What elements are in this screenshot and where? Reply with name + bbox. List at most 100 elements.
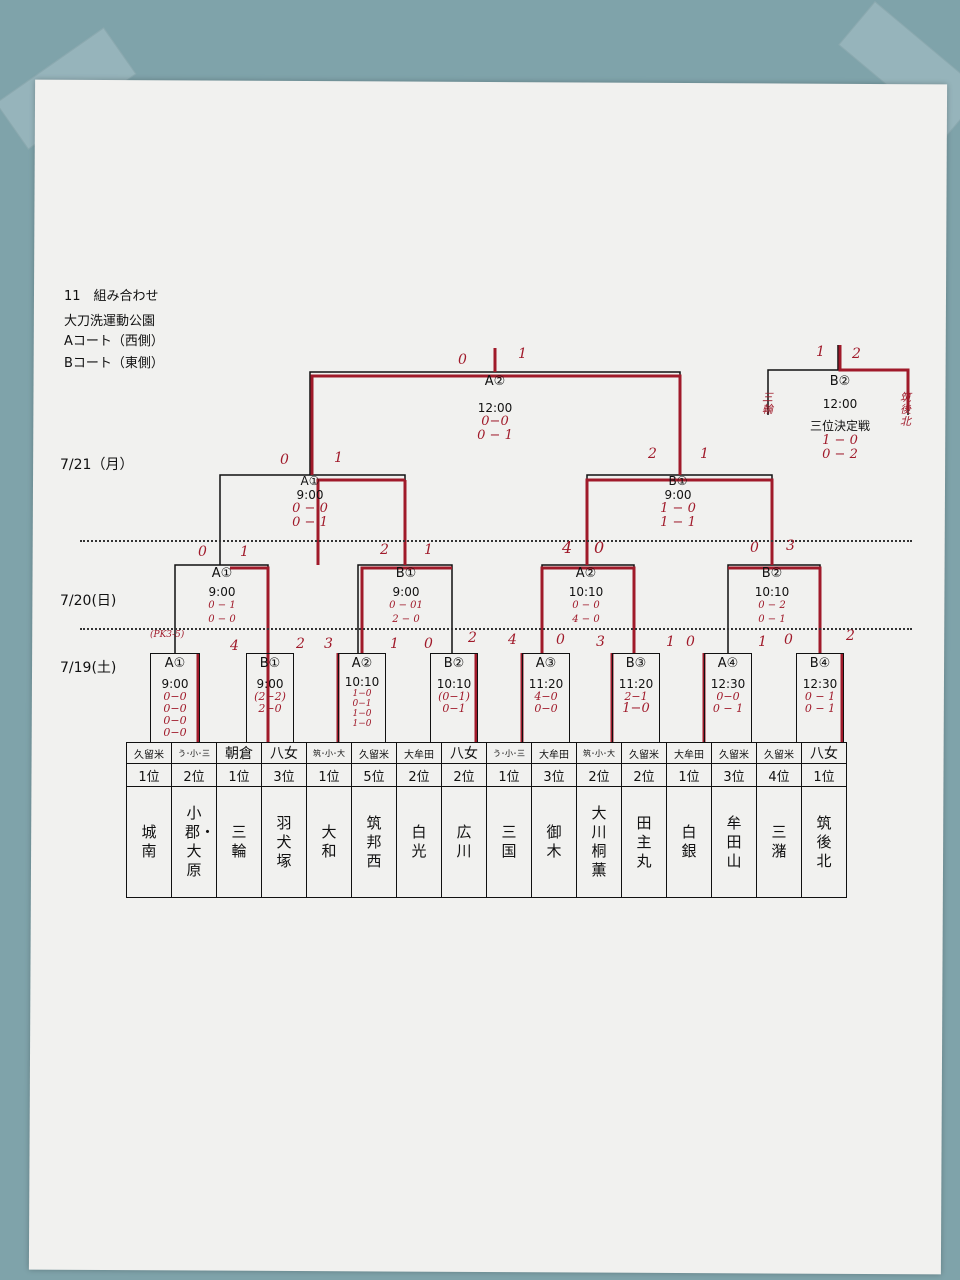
r1-1-label: A① [164, 656, 186, 671]
qf-4-left-goals: 0 [750, 540, 759, 556]
semi-2-right-goals: 1 [700, 446, 709, 462]
team-rank: 3位 [261, 763, 307, 787]
team-name-cell: 御木 [531, 786, 577, 898]
r1-2-right-goals: 2 [296, 636, 305, 652]
team-rank: 1位 [216, 763, 262, 787]
team-name: 筑邦西 [366, 813, 382, 870]
r1-2-score-2: 2−0 [258, 702, 282, 715]
rank-row: 1位 2位 1位 3位 1位 5位 2位 2位 1位 3位 2位 2位 1位 3… [126, 763, 847, 787]
third-left-team: 三輪 [762, 391, 773, 416]
qf-2-left-goals: 2 [380, 542, 389, 558]
qf-4-label: B② [761, 566, 783, 581]
r1-1-left-goals: (PK3-5) [150, 630, 185, 640]
team-rank: 2位 [621, 763, 667, 787]
team-pref: 久留米 [126, 742, 172, 764]
third-place-match: B② 12:00 三位決定戦 1 − 0 0 − 2 [790, 374, 890, 462]
semi-2-score-1: 1 − 0 [660, 501, 696, 516]
r1-2-score-1: (2−2) [254, 690, 286, 703]
semi-1-label: A① [300, 474, 320, 488]
team-rank: 1位 [306, 763, 352, 787]
r1-7-right-goals: 1 [758, 634, 767, 650]
semi-2-score-2: 1 − 1 [660, 515, 696, 530]
r1-5-label: A③ [535, 656, 557, 671]
third-right-team: 筑後北 [900, 391, 911, 428]
team-pref: う･小･三 [171, 742, 217, 764]
qf-3-score-1: 0 − 0 [572, 600, 600, 611]
qf-2-label: B① [395, 566, 417, 581]
r1-match-4: B② 10:10 (0−1) 0−1 [430, 653, 478, 743]
r1-7-label: A④ [717, 656, 739, 671]
qf-3-label: A② [575, 566, 597, 581]
r1-3-score-2: 0−1 [352, 699, 372, 709]
team-pref: 大牟田 [531, 742, 577, 764]
qf-4-time: 10:10 [754, 585, 790, 599]
team-name: 牟田山 [726, 813, 742, 870]
final-score-2: 0 − 1 [477, 428, 513, 443]
team-name-row: 城南 小郡・大原 三輪 羽犬塚 大和 筑邦西 白光 広川 三国 御木 大川桐薫 … [126, 786, 847, 898]
r1-2-label: B① [259, 656, 281, 671]
semi-match-1: A① 9:00 0 − 0 0 − 1 [280, 474, 340, 530]
team-name-cell: 大和 [306, 786, 352, 898]
qf-1-right-goals: 1 [240, 544, 249, 560]
team-rank: 3位 [531, 763, 577, 787]
team-pref: 大牟田 [666, 742, 712, 764]
r1-1-score-1: 0−0 [163, 690, 187, 703]
qf-3-time: 10:10 [568, 585, 604, 599]
r1-5-score-1: 4−0 [534, 690, 558, 703]
team-rank: 5位 [351, 763, 397, 787]
r1-7-score-1: 0−0 [716, 690, 740, 703]
r1-6-time: 11:20 [618, 677, 654, 691]
r1-5-time: 11:20 [528, 677, 564, 691]
qf-4-right-goals: 3 [786, 538, 795, 554]
qf-1-score-2: 0 − 0 [208, 614, 236, 625]
final-label: A② [484, 374, 506, 389]
r1-3-right-goals: 1 [390, 636, 399, 652]
team-name: 大川桐薫 [591, 804, 607, 879]
date-round3: 7/21（月） [60, 457, 134, 473]
team-pref: 久留米 [711, 742, 757, 764]
r1-3-score-1: 1−0 [352, 689, 372, 699]
winner-line-6 [585, 478, 774, 565]
date-round2: 7/20(日) [60, 593, 117, 609]
third-score-2: 0 − 2 [822, 447, 858, 462]
semi-1-score-2: 0 − 1 [292, 515, 328, 530]
team-name-cell: 筑邦西 [351, 786, 397, 898]
team-pref: 八女 [441, 742, 487, 764]
team-rank: 3位 [711, 763, 757, 787]
team-name: 城南 [141, 823, 157, 860]
winner-line-19 [838, 345, 910, 410]
r1-8-right-goals: 2 [846, 628, 855, 644]
qf-3-score-2: 4 − 0 [572, 614, 600, 625]
team-name: 三国 [501, 823, 517, 860]
semi-1-left-goals: 0 [280, 452, 289, 468]
team-rank: 2位 [441, 763, 487, 787]
qf-1-left-goals: 0 [198, 544, 207, 560]
team-name: 広川 [456, 823, 472, 860]
third-left-goals: 1 [816, 344, 825, 360]
qf-2-score-2: 2 − 0 [392, 614, 420, 625]
team-rank: 1位 [486, 763, 532, 787]
qf-match-1: A① 9:00 0 − 1 0 − 0 [192, 566, 252, 627]
team-name: 筑後北 [816, 813, 832, 870]
date-divider-2 [80, 628, 912, 630]
team-pref: 筑･小･大 [306, 742, 352, 764]
team-name: 白光 [411, 823, 427, 860]
team-name-cell: 城南 [126, 786, 172, 898]
r1-4-score-1: (0−1) [438, 690, 470, 703]
qf-match-2: B① 9:00 0 − 01 2 − 0 [376, 566, 436, 627]
team-rank: 2位 [171, 763, 217, 787]
qf-4-score-1: 0 − 2 [758, 600, 786, 611]
team-name-cell: 田主丸 [621, 786, 667, 898]
venue-label: 大刀洗運動公園 [64, 314, 156, 329]
third-right-goals: 2 [852, 346, 861, 362]
team-name-cell: 筑後北 [801, 786, 847, 898]
team-pref: 大牟田 [396, 742, 442, 764]
r1-3-left-goals: 3 [324, 636, 333, 652]
third-label: B② [829, 374, 851, 389]
team-table: 久留米 う･小･三 朝倉 八女 筑･小･大 久留米 大牟田 八女 う･小･三 大… [126, 742, 847, 898]
team-name: 白銀 [681, 823, 697, 860]
team-name-cell: 大川桐薫 [576, 786, 622, 898]
r1-6-score-2: 1−0 [622, 701, 650, 716]
r1-1-score-2: 0−0 [163, 702, 187, 715]
r1-match-1: A① 9:00 0−0 0−0 0−0 0−0 [150, 653, 200, 743]
